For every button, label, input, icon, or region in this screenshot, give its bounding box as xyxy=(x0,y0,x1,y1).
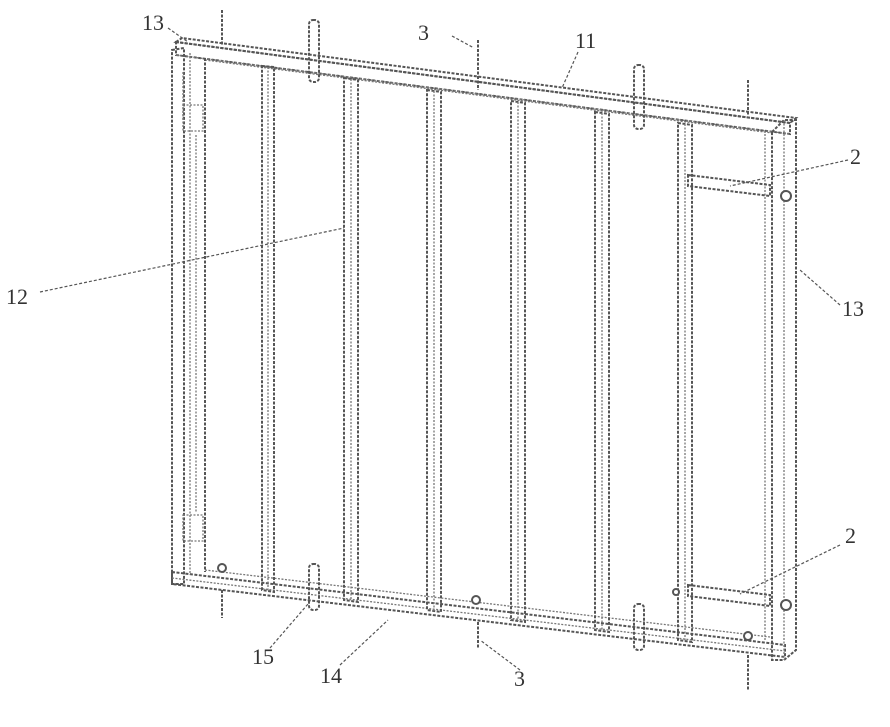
top-rail xyxy=(173,36,799,136)
label-3-top: 3 xyxy=(418,20,429,45)
right-side-column xyxy=(764,119,797,661)
label-13-top-left: 13 xyxy=(142,10,164,35)
label-15-bottom: 15 xyxy=(252,644,274,669)
horizontal-braces xyxy=(672,173,792,611)
leader-lines xyxy=(39,27,849,671)
left-side-column xyxy=(171,46,206,585)
bottom-rail xyxy=(171,569,786,659)
label-2-right-upper: 2 xyxy=(850,144,861,169)
label-14-bottom: 14 xyxy=(320,663,342,688)
vertical-mullions xyxy=(261,64,693,644)
label-3-bottom: 3 xyxy=(514,666,525,691)
label-11-top: 11 xyxy=(575,28,596,53)
pins xyxy=(217,10,753,690)
label-12-left: 12 xyxy=(6,284,28,309)
label-13-right: 13 xyxy=(842,296,864,321)
label-2-right-lower: 2 xyxy=(845,523,856,548)
reference-labels: 13 3 11 2 12 13 2 15 14 3 xyxy=(6,10,864,691)
